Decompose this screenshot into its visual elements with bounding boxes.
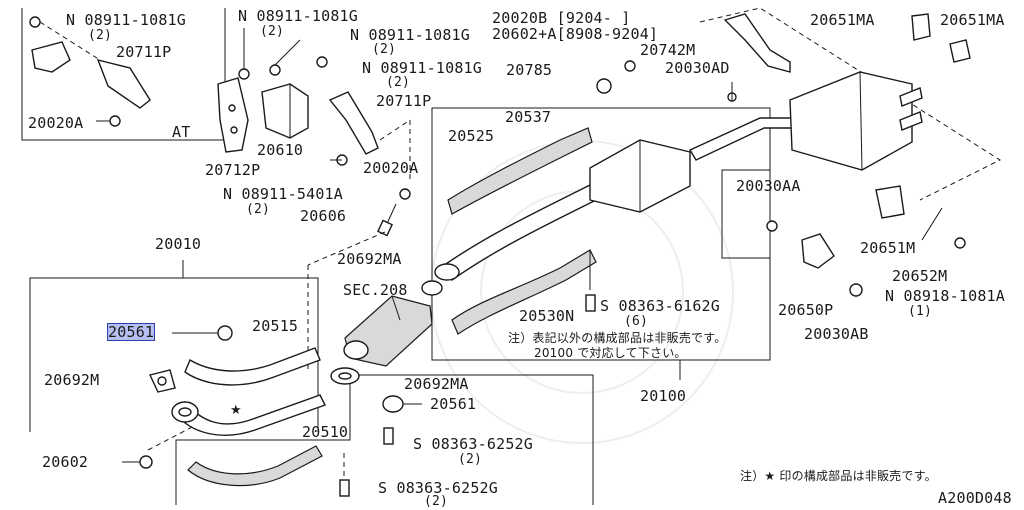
part-label-20020b: 20020B [9204- ] <box>492 10 630 26</box>
fastener-code: 08911-1081G <box>380 59 483 77</box>
fastener-code: 08911-1081G <box>368 26 471 44</box>
not-sold-star: ★ <box>230 403 242 418</box>
part-label-20692m: 20692M <box>44 371 100 389</box>
part-label-20651ma-b: 20651MA <box>940 11 1005 29</box>
n-symbol: N <box>223 185 233 203</box>
n-symbol: N <box>362 59 372 77</box>
n-symbol: N <box>885 287 895 305</box>
part-label-20602: 20602 <box>42 453 89 471</box>
part-label-20030aa: 20030AA <box>736 177 801 195</box>
fastener-qty: (2) <box>424 494 449 509</box>
part-label-20561-a: 20561 <box>106 323 156 341</box>
part-label-20651m: 20651M <box>860 239 916 257</box>
bracket-20711p <box>316 56 411 180</box>
at-label: AT <box>172 123 191 141</box>
cat-converter <box>343 295 433 367</box>
note-marked-not-sold: 注）★ 印の構成部品は非販売です。 <box>740 469 937 483</box>
fastener-qty: (2) <box>458 452 483 467</box>
part-label-20561-b: 20561 <box>430 395 477 413</box>
mount-20610 <box>261 39 309 139</box>
fastener-code: 08911-5401A <box>241 185 344 203</box>
part-label-20651ma-a: 20651MA <box>810 11 875 29</box>
n-symbol: N <box>350 26 360 44</box>
part-label-20692ma-b: 20692MA <box>404 375 469 393</box>
part-label-20692ma-a: 20692MA <box>337 250 402 268</box>
fastener-n-08911-1081g-b: N 08911-1081G <box>238 8 358 24</box>
s-symbol: S <box>378 479 388 497</box>
s-symbol: S <box>600 297 610 315</box>
part-label-20606: 20606 <box>300 207 347 225</box>
clamp-20561 <box>339 395 422 497</box>
fastener-qty: (2) <box>88 28 113 43</box>
fastener-code: 08363-6252G <box>431 435 534 453</box>
fastener-s-08363-6252g-a: S 08363-6252G <box>413 436 533 452</box>
part-label-20742m: 20742M <box>640 41 696 59</box>
hanger-20742m <box>723 13 791 102</box>
fastener-code: 08363-6252G <box>396 479 499 497</box>
fastener-code: 08911-1081G <box>256 7 359 25</box>
part-label-20537: 20537 <box>505 108 552 126</box>
part-label-20650p: 20650P <box>778 301 834 319</box>
part-number: 20020B <box>492 9 548 27</box>
s-symbol: S <box>413 435 423 453</box>
fastener-code: 08918-1081A <box>903 287 1006 305</box>
fastener-n-08911-5401a: N 08911-5401A <box>223 186 343 202</box>
bolt-20606 <box>307 188 411 370</box>
front-pipe-20010 <box>147 325 326 487</box>
fastener-n-08911-1081g-a: N 08911-1081G <box>66 12 186 28</box>
part-label-20010: 20010 <box>155 235 202 253</box>
fastener-s-08363-6162g: S 08363-6162G <box>600 298 720 314</box>
part-label-20525: 20525 <box>448 127 495 145</box>
n-symbol: N <box>66 11 76 29</box>
part-label-20030ab: 20030AB <box>804 325 869 343</box>
fastener-s-08363-6252g-b: S 08363-6252G <box>378 480 498 496</box>
fastener-code: 08911-1081G <box>84 11 187 29</box>
fastener-qty: (6) <box>624 314 649 329</box>
nut-20602 <box>122 455 153 469</box>
diagram-code: A200D048 <box>938 489 1012 507</box>
date-range: [9204- ] <box>556 9 631 27</box>
note-unlisted-line2: 20100 で対応して下さい。 <box>534 346 687 360</box>
main-muffler <box>789 71 923 171</box>
sec-208-label: SEC.208 <box>343 281 408 299</box>
fastener-qty: (1) <box>908 304 933 319</box>
part-label-20602a: 20602+A[8908-9204] <box>492 25 659 43</box>
part-label-20530n: 20530N <box>519 307 575 325</box>
part-label-20100: 20100 <box>640 387 687 405</box>
fastener-qty: (2) <box>372 42 397 57</box>
part-label-20785: 20785 <box>506 61 553 79</box>
center-muffler <box>589 117 801 213</box>
center-pipe <box>421 127 614 335</box>
fastener-n-08911-1081g-d: N 08911-1081G <box>362 60 482 76</box>
part-label-20652m: 20652M <box>892 267 948 285</box>
fastener-qty: (2) <box>246 202 271 217</box>
fastener-qty: (2) <box>386 75 411 90</box>
note-unlisted-line1: 注）表記以外の構成部品は非販売です。 <box>508 331 727 345</box>
part-label-20515: 20515 <box>252 317 299 335</box>
part-label-20712p: 20712P <box>205 161 261 179</box>
part-label-20610: 20610 <box>257 141 304 159</box>
n-symbol: N <box>238 7 248 25</box>
part-label-20711p-b: 20711P <box>376 92 432 110</box>
fastener-n-08918-1081a: N 08918-1081A <box>885 288 1005 304</box>
part-label-20020a-b: 20020A <box>363 159 419 177</box>
part-label-20510: 20510 <box>302 423 349 441</box>
bracket-20712p <box>217 28 250 153</box>
part-label-20711p-a: 20711P <box>116 43 172 61</box>
part-label-20030ad: 20030AD <box>665 59 730 77</box>
fastener-n-08911-1081g-c: N 08911-1081G <box>350 27 470 43</box>
rubber-mounts <box>585 13 971 312</box>
fastener-code: 08363-6162G <box>618 297 721 315</box>
part-label-20020a-a: 20020A <box>28 114 84 132</box>
fastener-qty: (2) <box>260 24 285 39</box>
at-bracket-group <box>29 16 151 127</box>
gasket-20692ma-a <box>330 367 360 385</box>
